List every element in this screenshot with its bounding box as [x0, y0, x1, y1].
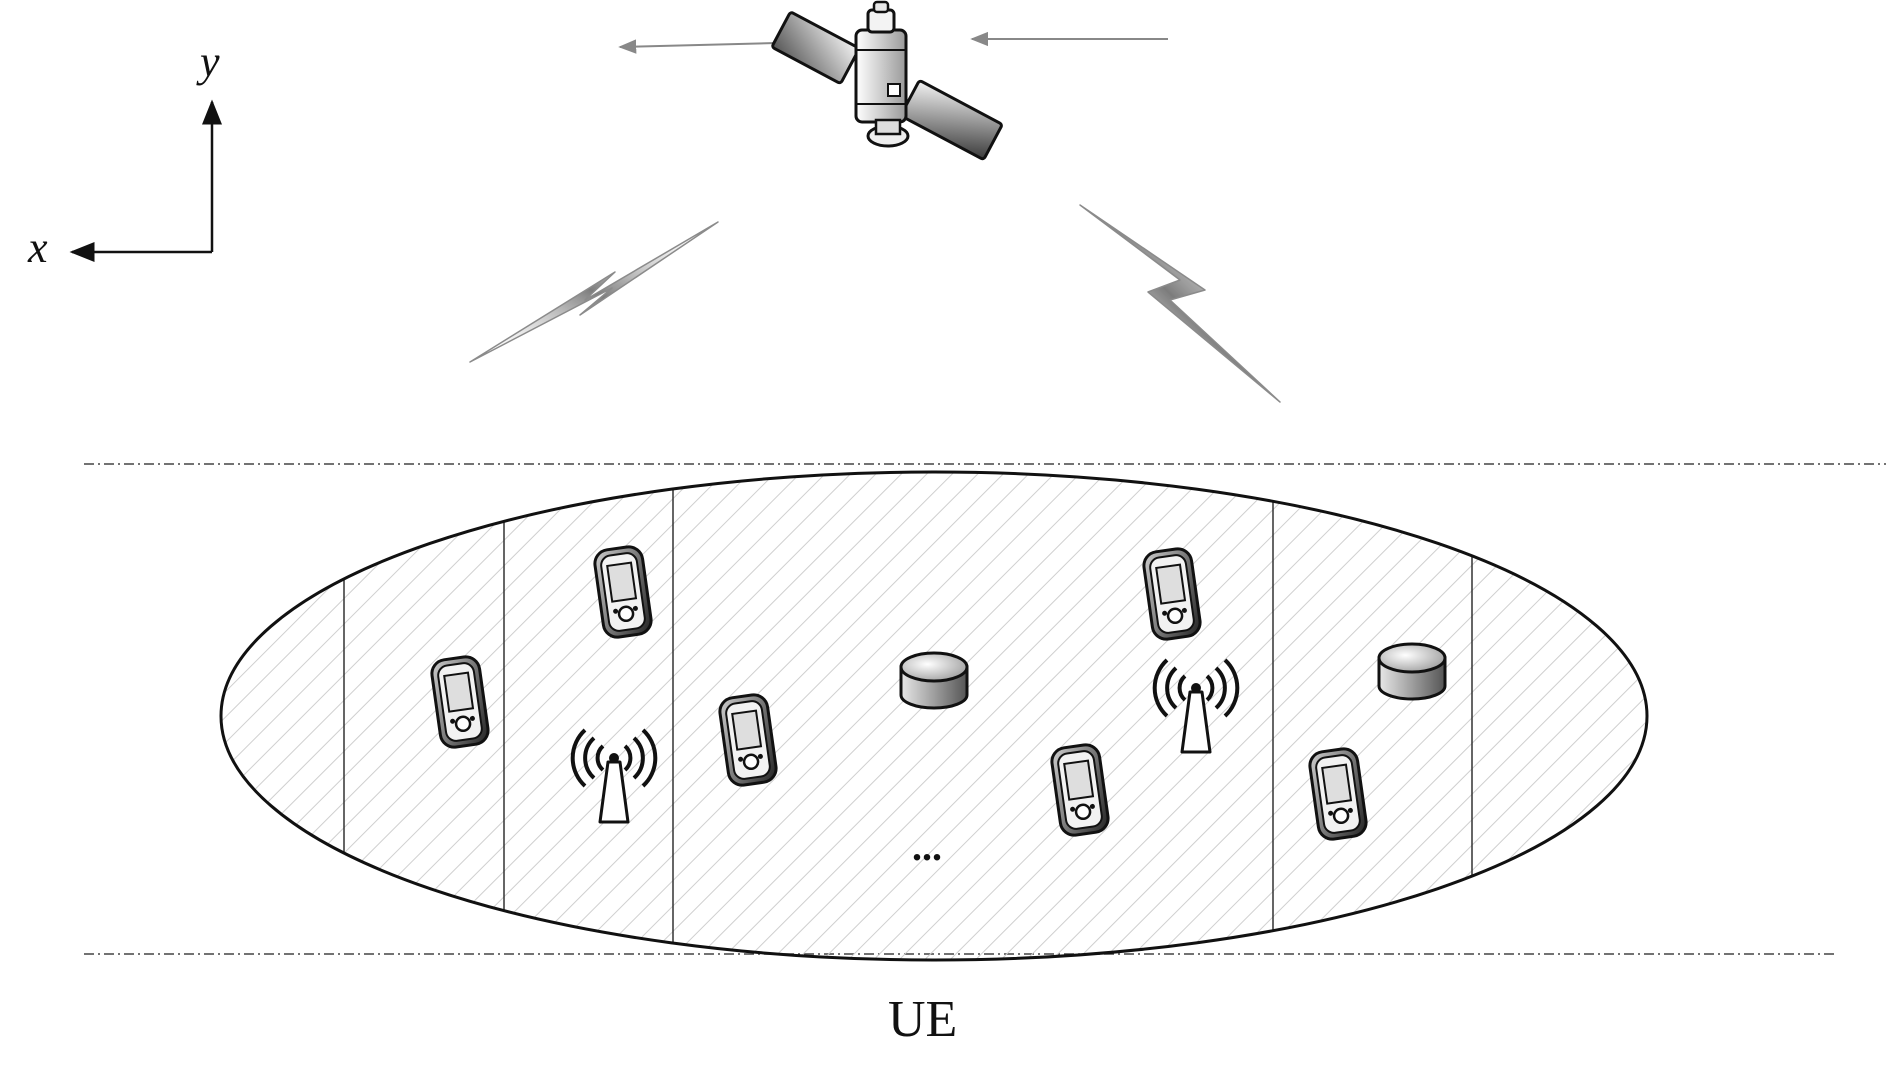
lightning-signal-icon-right [1079, 204, 1281, 403]
coverage-area-fill [221, 472, 1647, 960]
more-devices-ellipsis: ... [912, 824, 942, 869]
mobile-phone-icon [716, 691, 780, 789]
satellite-icon [771, 0, 1003, 161]
mobile-phone-icon [1140, 545, 1204, 643]
mobile-phone-icon [1048, 741, 1112, 839]
ue-label: UE [888, 991, 957, 1048]
coordinate-axes: y x [27, 37, 222, 272]
y-axis-label: y [196, 37, 220, 86]
coverage-area-outline [219, 470, 1649, 962]
x-axis-label: x [27, 223, 48, 272]
lightning-signal-icon-left [469, 221, 719, 363]
mobile-phone-icon [591, 543, 655, 641]
cylinder-server-icon [1377, 642, 1447, 701]
mobile-phone-icon [428, 653, 492, 751]
coverage-area [219, 470, 1649, 962]
cylinder-server-icon [899, 651, 969, 710]
mobile-phone-icon [1306, 745, 1370, 843]
satellite-motion-arrow-left [618, 39, 777, 54]
